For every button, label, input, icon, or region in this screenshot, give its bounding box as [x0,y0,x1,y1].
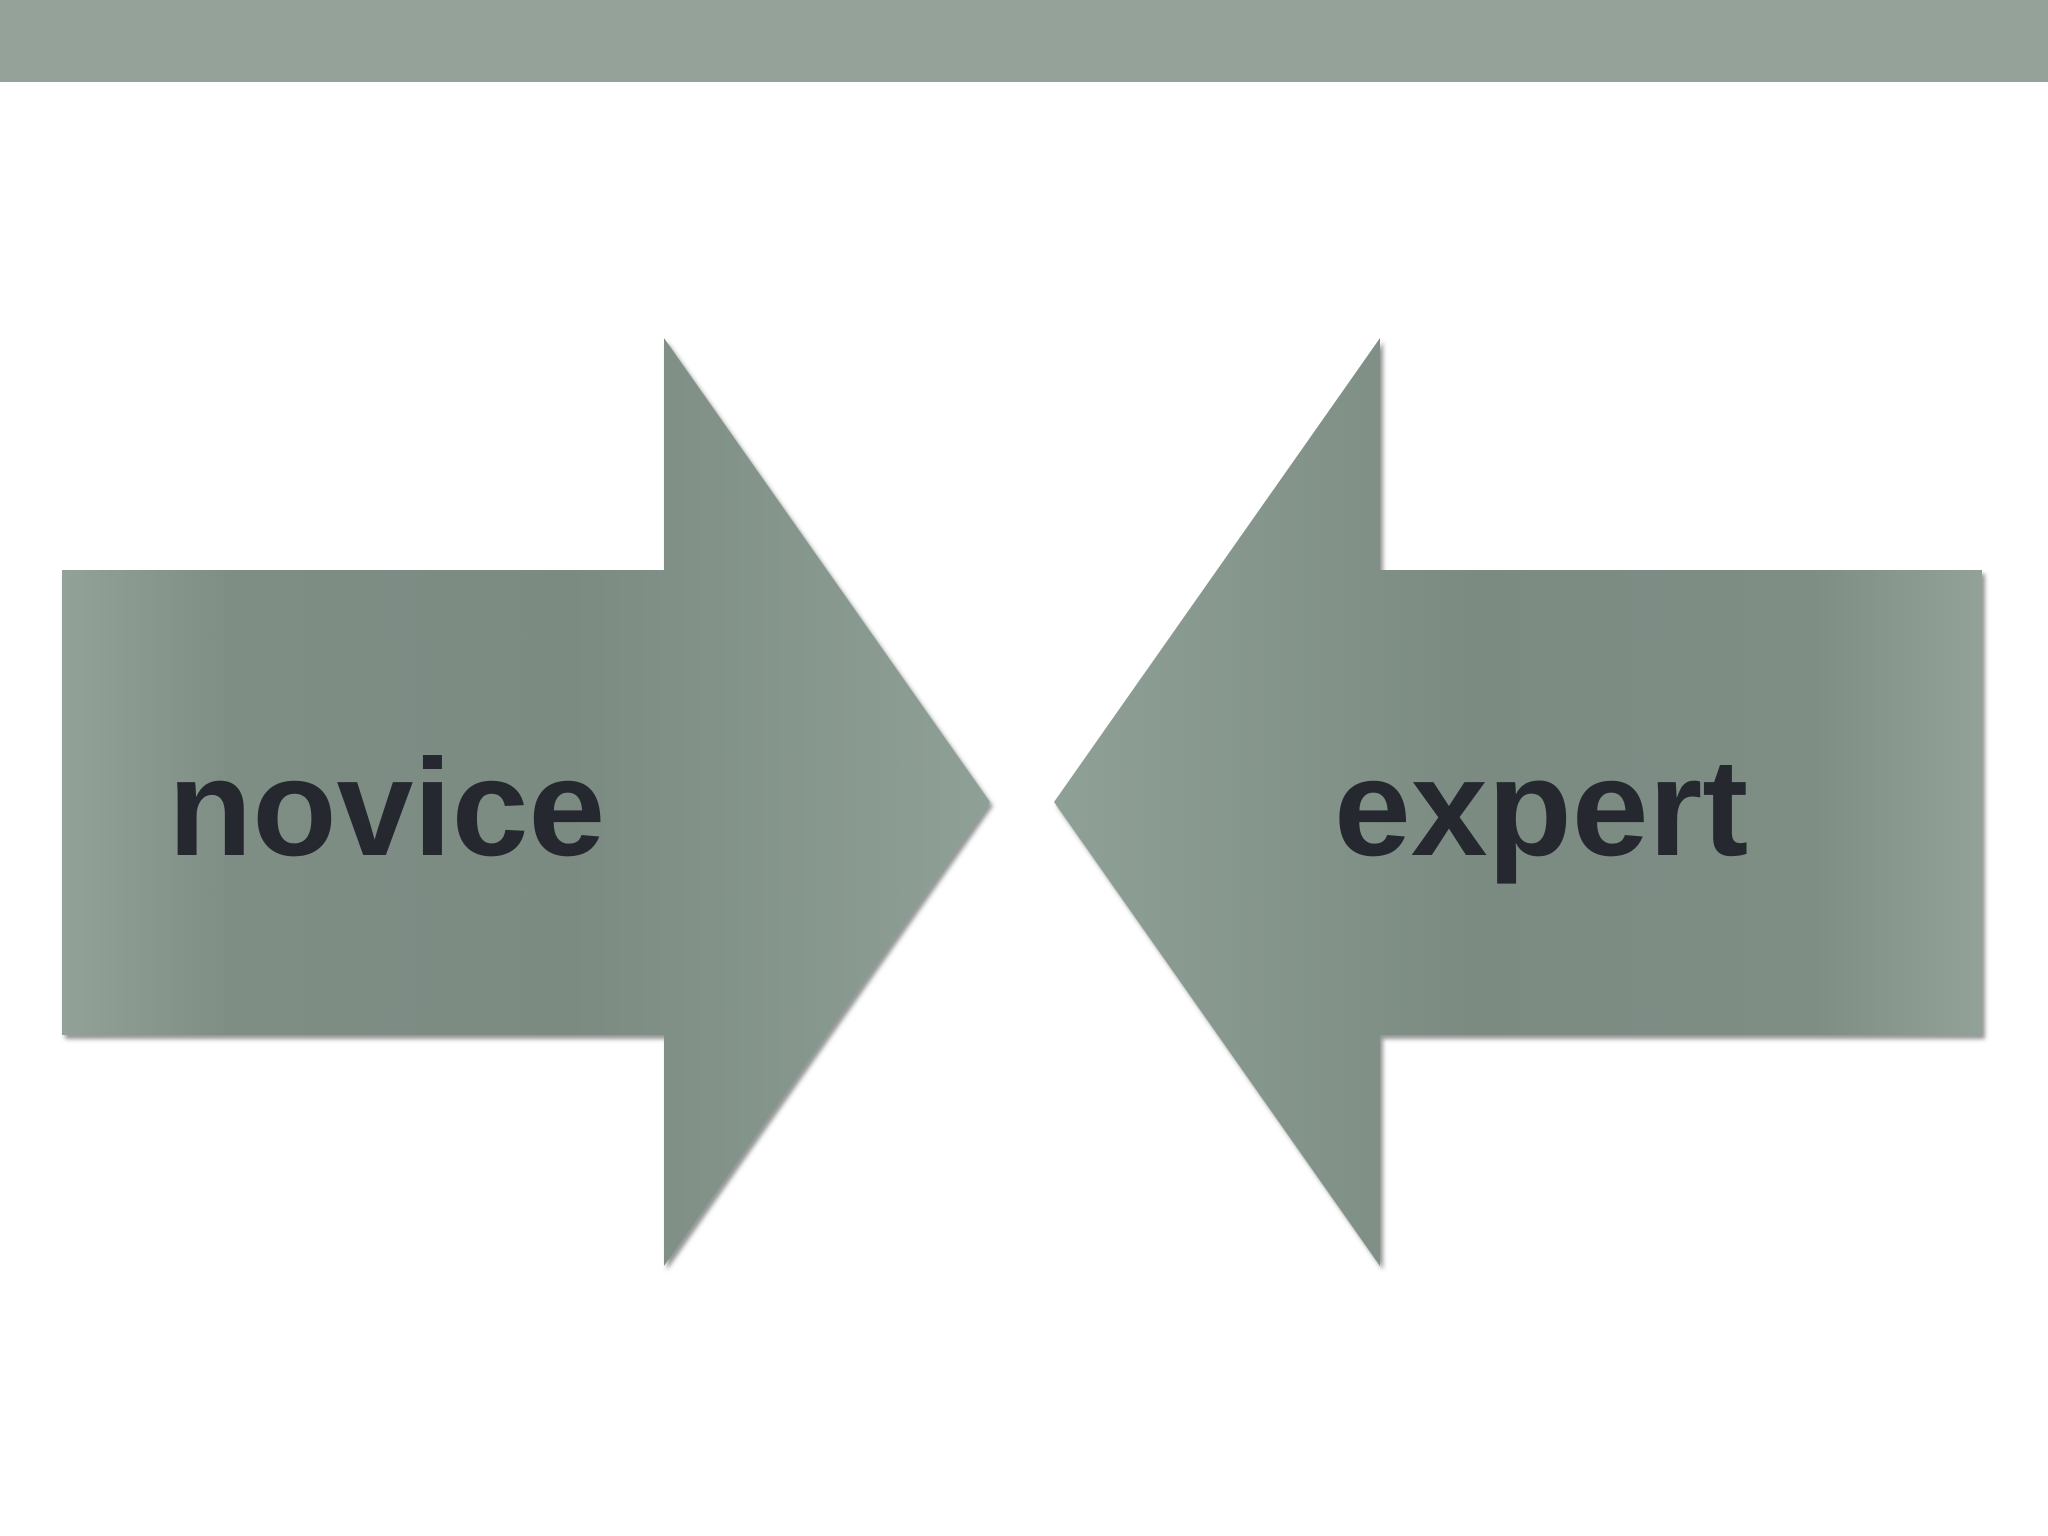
top-band [0,0,2048,82]
novice-arrow-shape [62,338,990,1266]
expert-arrow-shape [1054,338,1982,1266]
novice-label: novice [168,731,605,885]
expert-label: expert [1334,731,1748,885]
